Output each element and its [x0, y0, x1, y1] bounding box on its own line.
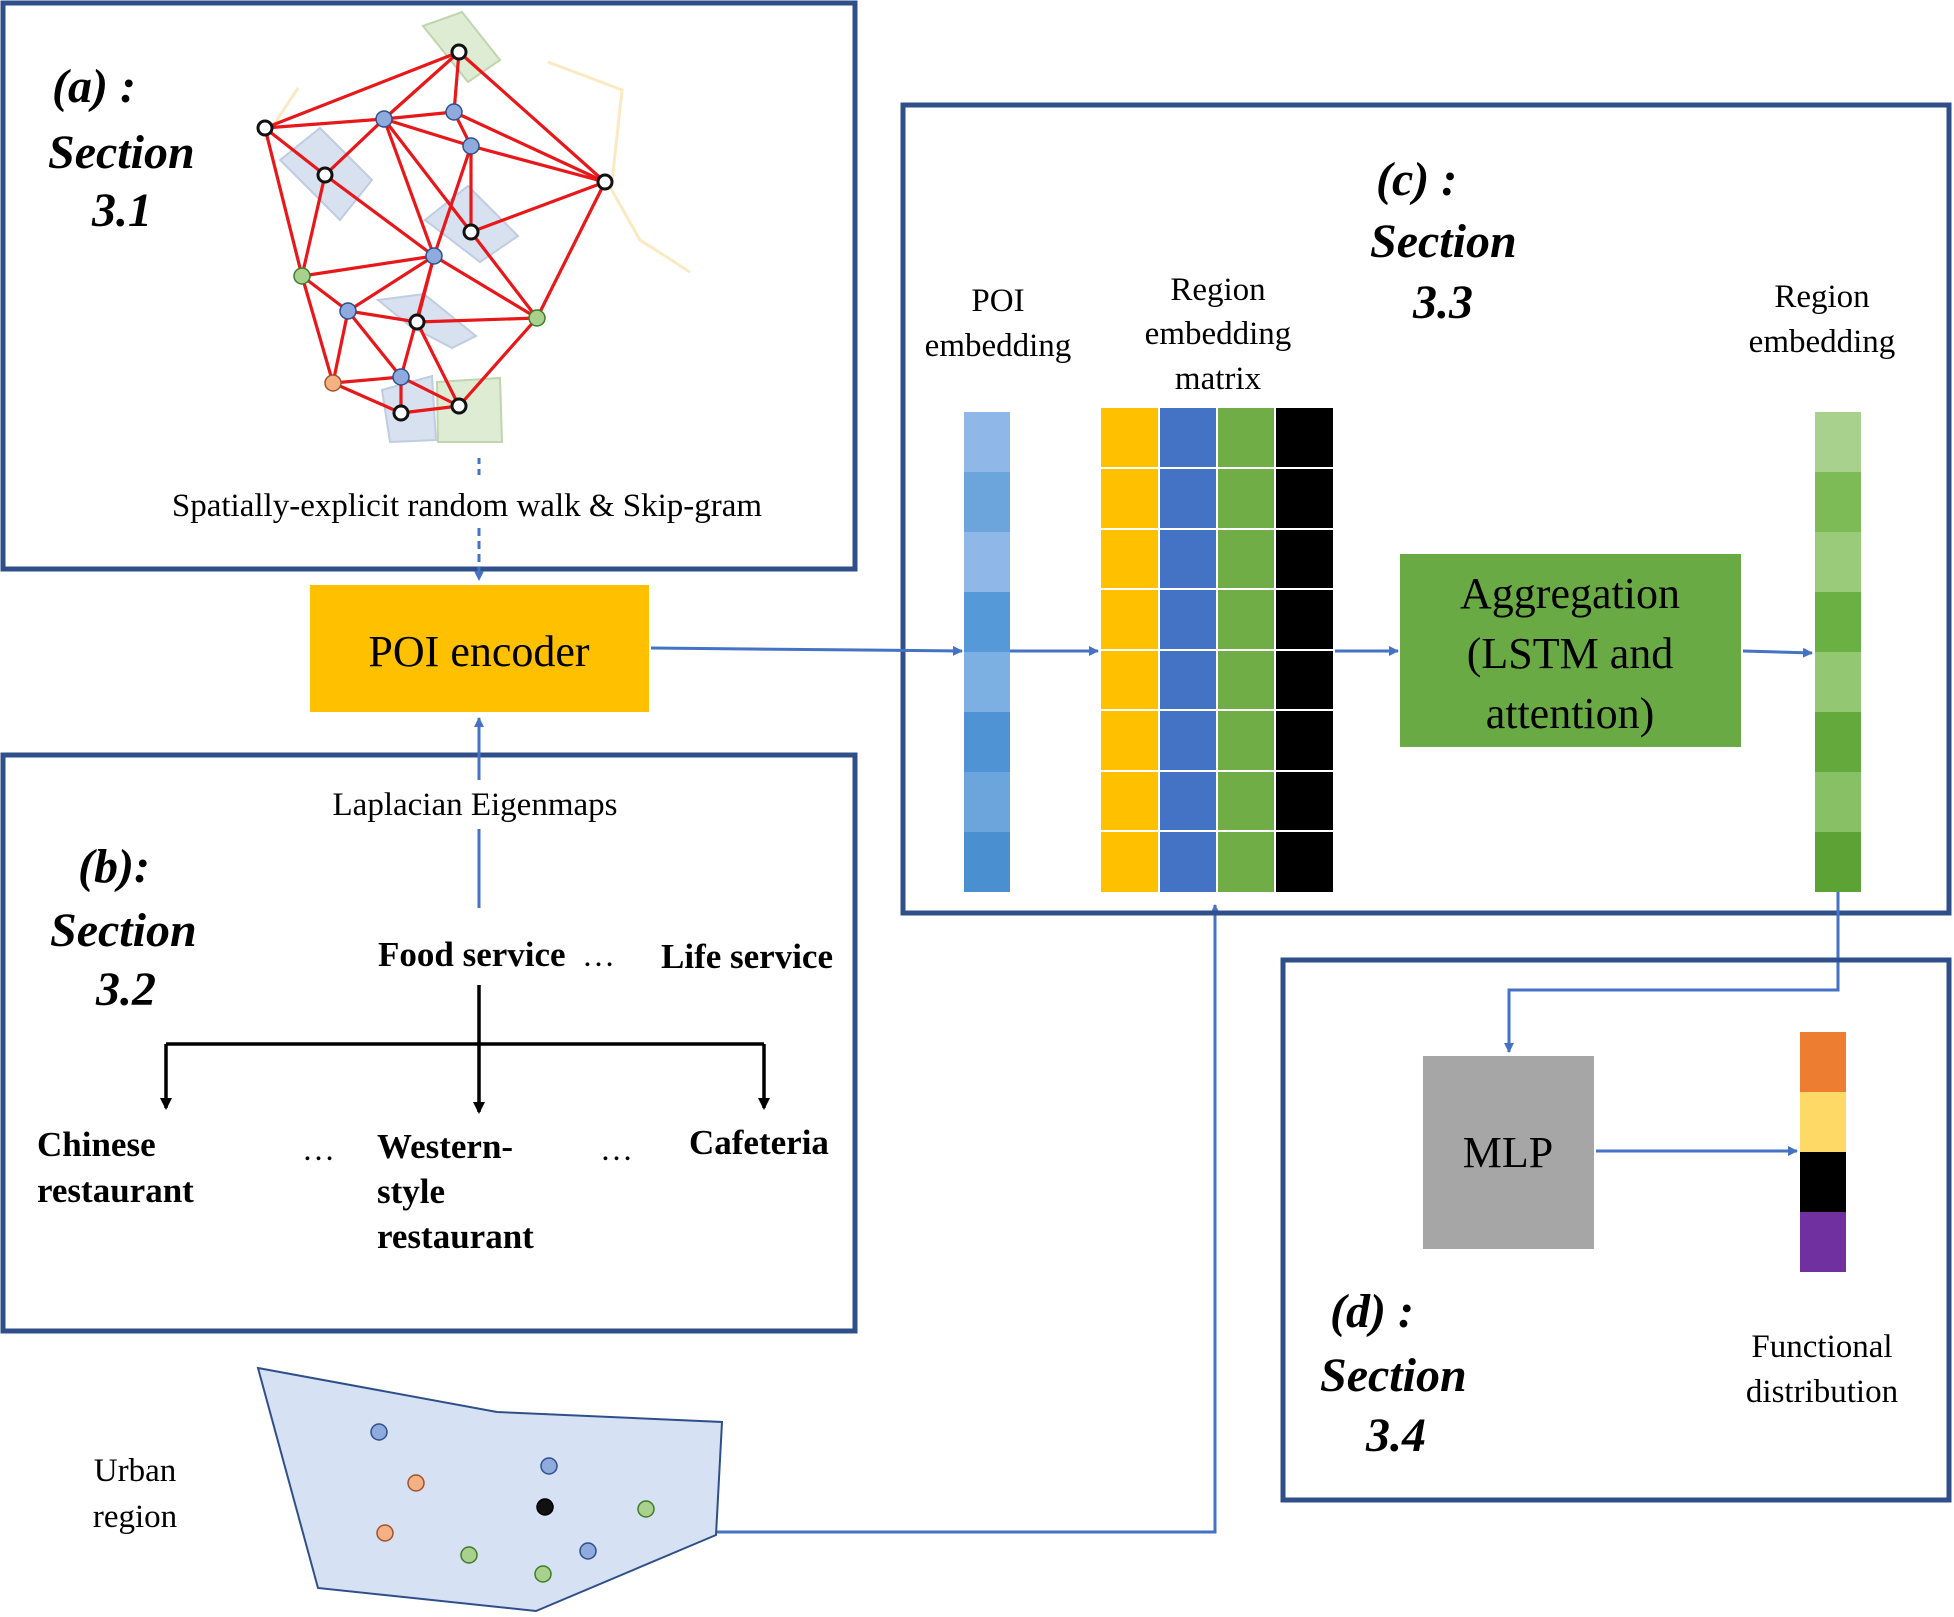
- mlp-box: [1423, 1056, 1594, 1249]
- region-poi: [579, 1542, 597, 1560]
- graph-node: [392, 404, 410, 422]
- region-poi: [637, 1500, 655, 1518]
- ellipsis-left: …: [302, 1132, 335, 1168]
- functional-distribution-label-line1: Functional: [1751, 1329, 1892, 1365]
- graph-node: [339, 302, 357, 320]
- panel-d-heading: (d) :: [1330, 1285, 1414, 1338]
- panel-b-method-label: Laplacian Eigenmaps: [333, 787, 618, 823]
- graph-node: [256, 119, 274, 137]
- category-chinese-restaurant-line2: restaurant: [37, 1171, 194, 1210]
- graph-node: [425, 247, 443, 265]
- graph-node: [450, 43, 468, 61]
- panel-b-section-word: Section: [50, 904, 197, 957]
- graph-node: [596, 173, 614, 191]
- graph-node: [462, 223, 480, 241]
- ellipsis-right: …: [600, 1132, 633, 1168]
- graph-node: [392, 368, 410, 386]
- urban-region-label-line2: region: [93, 1499, 177, 1535]
- graph-node: [316, 166, 334, 184]
- arrow-region-embedding-to-mlp: [1504, 892, 1840, 1053]
- poi-embedding-vector: [964, 412, 1010, 892]
- panel-d-section-word: Section: [1320, 1349, 1467, 1402]
- panel-d-section-num: 3.4: [1365, 1409, 1426, 1462]
- poi-encoder-box: [310, 585, 649, 712]
- region-embedding-label-line1: Region: [1774, 279, 1869, 315]
- functional-distribution-bar: [1800, 1032, 1846, 1272]
- panel-a-frame: [0, 0, 858, 572]
- panel-b-section-num: 3.2: [95, 963, 156, 1016]
- panel-d-frame: [1280, 957, 1952, 1503]
- functional-distribution-label-line2: distribution: [1746, 1374, 1898, 1410]
- arrow-aggregation-to-region-embedding: [1742, 647, 1813, 658]
- panel-c-section-word: Section: [1370, 215, 1517, 268]
- urban-region-pois: [370, 1423, 655, 1583]
- category-western-restaurant-line1: Western-: [377, 1127, 513, 1166]
- panel-a-method-label: Spatially-explicit random walk & Skip-gr…: [172, 488, 763, 524]
- region-poi: [370, 1423, 388, 1441]
- aggregation-label-line2: (LSTM and: [1467, 629, 1674, 678]
- region-poi: [460, 1546, 478, 1564]
- region-poi: [407, 1474, 425, 1492]
- urban-region-label-line1: Urban: [94, 1453, 176, 1489]
- graph-node: [324, 374, 342, 392]
- ellipsis-top: …: [582, 938, 615, 974]
- graph-node: [375, 110, 393, 128]
- region-embedding-matrix: [1101, 408, 1333, 892]
- category-western-restaurant-line3: restaurant: [377, 1217, 534, 1256]
- poi-graph-illustration: [256, 10, 691, 444]
- region-poi: [540, 1457, 558, 1475]
- region-poi: [534, 1565, 552, 1583]
- graph-node: [462, 137, 480, 155]
- arrow-encoder-to-poi-embedding: [650, 645, 963, 656]
- poi-embedding-label-line1: POI: [971, 283, 1024, 319]
- arrow-region-to-matrix: [717, 904, 1220, 1534]
- category-food-service: Food service: [378, 935, 566, 974]
- graph-node: [450, 397, 468, 415]
- panel-a-section-num: 3.1: [91, 184, 152, 237]
- matrix-label-line3: matrix: [1175, 361, 1262, 397]
- category-chinese-restaurant-line1: Chinese: [37, 1125, 156, 1164]
- category-cafeteria: Cafeteria: [689, 1123, 829, 1162]
- panel-b-frame: [0, 752, 858, 1334]
- poi-encoder-label: POI encoder: [368, 627, 589, 676]
- region-embedding-label-line2: embedding: [1749, 324, 1896, 360]
- graph-node: [408, 313, 426, 331]
- poi-embedding-label-line2: embedding: [925, 328, 1072, 364]
- panel-c-frame: [900, 102, 1952, 916]
- category-western-restaurant-line2: style: [377, 1172, 445, 1211]
- region-poi: [376, 1524, 394, 1542]
- aggregation-label-line1: Aggregation: [1460, 569, 1680, 618]
- panel-b-heading: (b):: [78, 840, 150, 893]
- aggregation-box: [1400, 554, 1741, 747]
- region-poi: [536, 1498, 554, 1516]
- urban-region-polygon: [256, 1366, 724, 1613]
- matrix-label-line1: Region: [1170, 272, 1265, 308]
- category-life-service: Life service: [661, 937, 833, 976]
- region-embedding-vector: [1815, 412, 1861, 892]
- panel-a-section-word: Section: [48, 126, 195, 179]
- graph-node: [445, 103, 463, 121]
- graph-node: [293, 267, 311, 285]
- aggregation-label-line3: attention): [1486, 689, 1655, 738]
- panel-c-section-num: 3.3: [1412, 276, 1473, 329]
- hierarchy-tree: [160, 985, 770, 1114]
- matrix-label-line2: embedding: [1145, 316, 1292, 352]
- panel-c-heading: (c) :: [1376, 153, 1457, 206]
- graph-node: [528, 309, 546, 327]
- panel-a-heading: (a) :: [52, 60, 136, 113]
- mlp-label: MLP: [1463, 1128, 1553, 1177]
